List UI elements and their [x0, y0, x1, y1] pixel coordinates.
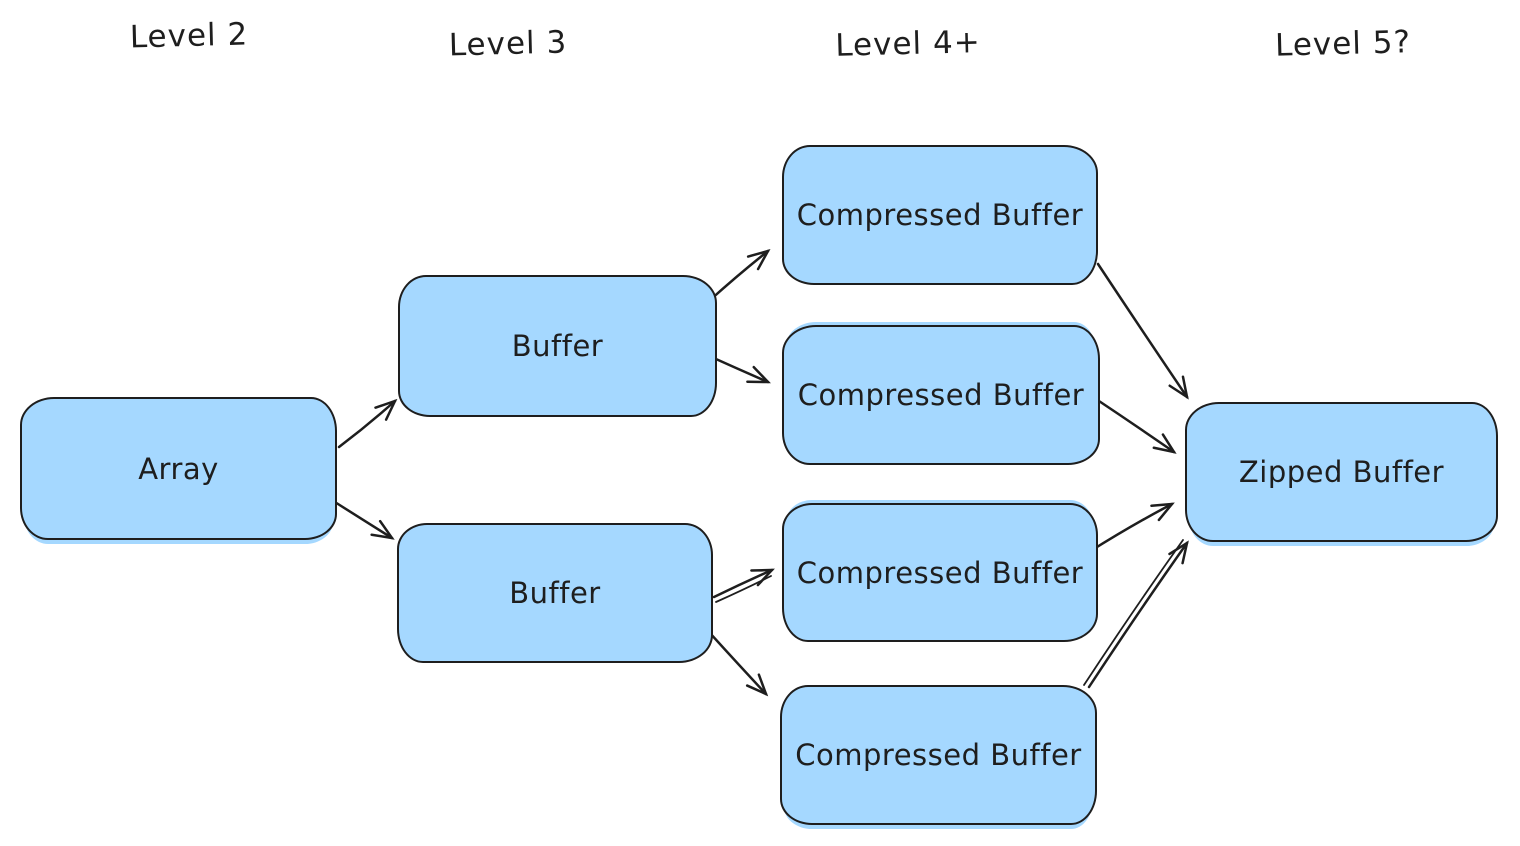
node-array-label: Array — [138, 451, 219, 486]
node-buffer-bottom: Buffer — [397, 523, 713, 663]
node-zipped-buffer-label: Zipped Buffer — [1238, 455, 1445, 489]
node-compressed-buffer-1-label: Compressed Buffer — [796, 198, 1084, 232]
node-zipped-buffer: Zipped Buffer — [1185, 402, 1498, 542]
node-compressed-buffer-1: Compressed Buffer — [782, 145, 1098, 285]
edge-compressed1-to-zipped — [1096, 262, 1189, 400]
node-buffer-top-label: Buffer — [511, 329, 604, 363]
node-buffer-top: Buffer — [398, 275, 717, 417]
edge-buffer2-to-compressed3 — [712, 568, 775, 599]
edge-buffer1-to-compressed1 — [707, 248, 771, 303]
edge-compressed3-to-zipped — [1087, 502, 1175, 554]
node-compressed-buffer-3: Compressed Buffer — [782, 503, 1098, 642]
node-buffer-bottom-label: Buffer — [509, 576, 601, 610]
node-compressed-buffer-4-label: Compressed Buffer — [795, 738, 1082, 772]
node-compressed-buffer-3-label: Compressed Buffer — [796, 555, 1084, 590]
node-compressed-buffer-2: Compressed Buffer — [782, 325, 1100, 465]
node-array: Array — [20, 397, 337, 540]
edge-array-to-buffer1 — [337, 398, 398, 449]
edge-buffer2-to-compressed4 — [707, 630, 769, 697]
node-compressed-buffer-2-label: Compressed Buffer — [797, 378, 1085, 412]
edge-compressed4-to-zipped-sketch-stroke — [1083, 539, 1184, 686]
node-compressed-buffer-4: Compressed Buffer — [780, 685, 1097, 825]
edge-compressed2-to-zipped — [1091, 395, 1177, 454]
edge-buffer2-to-compressed3-sketch-stroke — [715, 575, 772, 603]
edge-compressed4-to-zipped — [1087, 540, 1189, 689]
